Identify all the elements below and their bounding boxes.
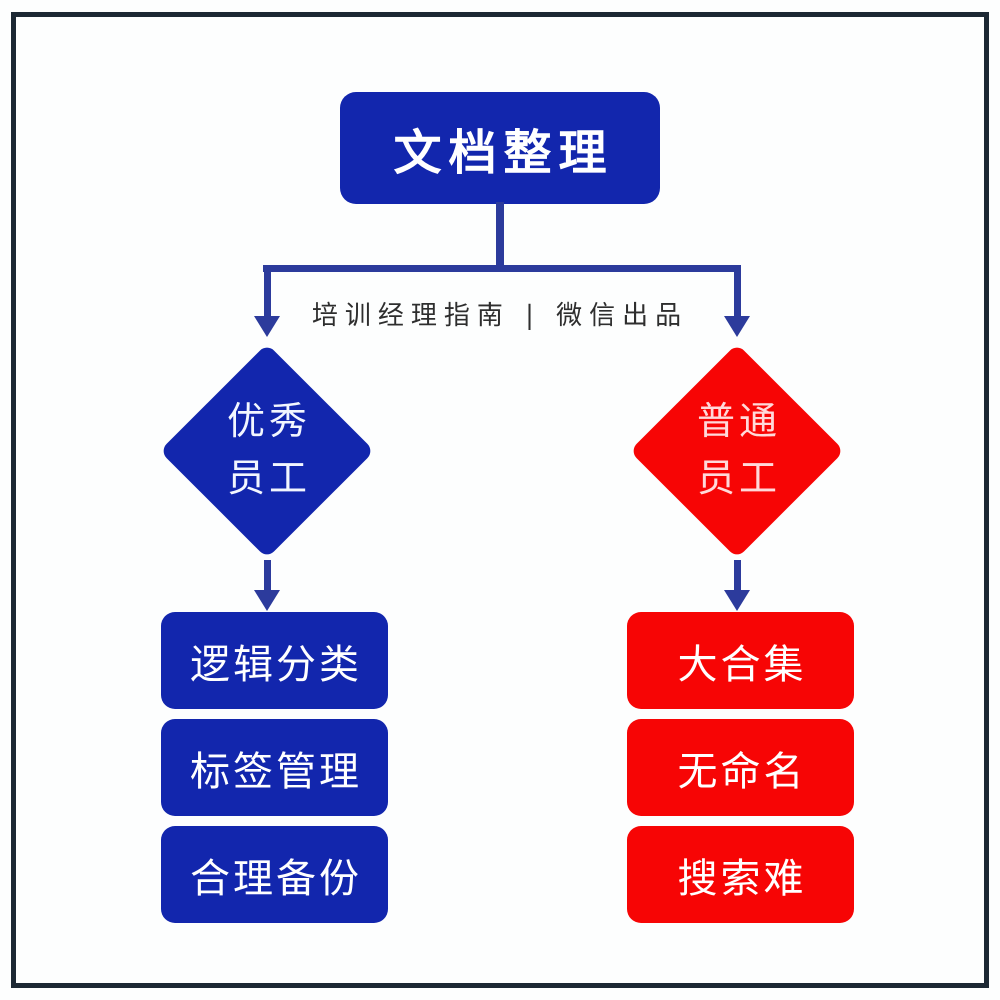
- connector-right-diamond-stem: [734, 560, 741, 592]
- diamond-label-line2: 员工: [696, 457, 782, 500]
- item-label: 大合集: [677, 642, 807, 687]
- item-label: 无命名: [677, 749, 807, 794]
- root-node: 文档整理: [340, 92, 660, 204]
- item-label: 合理备份: [190, 856, 362, 901]
- diamond-label-line1: 优秀: [226, 400, 312, 443]
- caption-text: 培训经理指南 | 微信出品: [311, 301, 689, 331]
- diamond-ordinary-employee: 普通 员工: [629, 343, 845, 559]
- diamond-excellent-employee-label: 优秀 员工: [223, 394, 311, 508]
- item-label: 逻辑分类: [190, 642, 362, 687]
- item-box-reasonable-backup: 合理备份: [161, 826, 388, 923]
- diamond-label-line1: 普通: [696, 400, 782, 443]
- connector-left-diamond-stem: [264, 560, 271, 592]
- root-node-label: 文档整理: [393, 127, 614, 180]
- connector-branch-bar: [263, 265, 741, 272]
- item-box-tag-management: 标签管理: [161, 719, 388, 816]
- item-box-big-collection: 大合集: [627, 612, 854, 709]
- arrow-down-icon: [254, 316, 280, 337]
- diamond-ordinary-employee-label: 普通 员工: [693, 394, 781, 508]
- diamond-label-line2: 员工: [226, 457, 312, 500]
- arrow-down-icon: [254, 590, 280, 611]
- item-label: 标签管理: [190, 749, 362, 794]
- connector-root-stem: [496, 202, 504, 268]
- connector-right-drop: [734, 268, 741, 318]
- item-box-hard-to-search: 搜索难: [627, 826, 854, 923]
- item-box-no-naming: 无命名: [627, 719, 854, 816]
- arrow-down-icon: [724, 590, 750, 611]
- item-label: 搜索难: [677, 856, 807, 901]
- arrow-down-icon: [724, 316, 750, 337]
- connector-left-drop: [264, 268, 271, 318]
- diamond-excellent-employee: 优秀 员工: [159, 343, 375, 559]
- item-box-logical-classification: 逻辑分类: [161, 612, 388, 709]
